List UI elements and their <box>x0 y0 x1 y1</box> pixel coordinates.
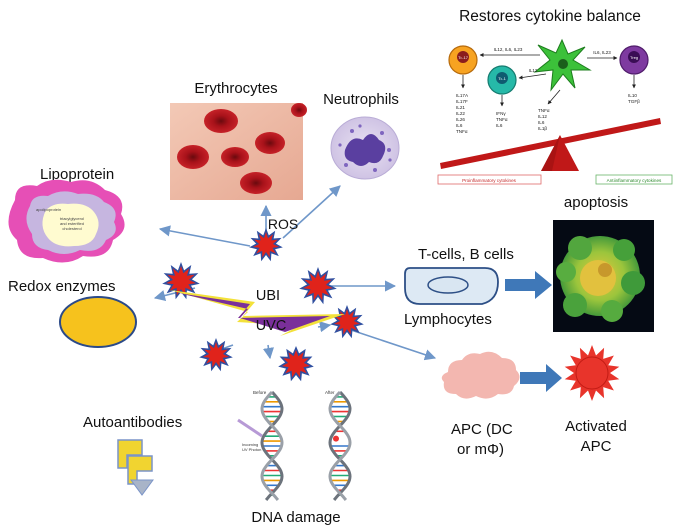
cytokine-item: IL6 <box>538 120 545 125</box>
apoptosis-label: apoptosis <box>564 194 628 211</box>
treg-cytokine-list: IL10 TGFβ <box>628 93 640 104</box>
cytokine-item: IL6 <box>456 123 463 128</box>
dna-damage-image: Before After Incoming UV Photon <box>237 390 352 501</box>
cytokine-item: IL6 <box>496 123 503 128</box>
apoptotic-cell-image <box>553 220 654 332</box>
dc-cytokine-list: TNFα IL12 IL6 IL1β <box>538 108 550 131</box>
uvc-label: UVC <box>256 318 287 334</box>
treg-cell-icon: Treg <box>619 45 649 75</box>
cytokine-item: IFNγ <box>496 111 506 116</box>
erythrocytes-image <box>170 103 307 200</box>
cytokine-item: TNFα <box>538 108 550 113</box>
arrow-to-neutrophils <box>282 185 341 239</box>
il-label-b: IL6, IL23 <box>593 50 611 55</box>
cytokine-balance-title: Restores cytokine balance <box>459 8 641 25</box>
dna-helix-icon <box>328 390 352 501</box>
apc-cloud-icon <box>441 351 520 399</box>
il-label-a: IL12, IL6, IL23 <box>494 47 523 52</box>
cytokine-item: IL12 <box>538 114 547 119</box>
red-blood-cell-icon <box>177 103 307 194</box>
ros-label: ROS <box>268 216 298 232</box>
arrow-to-activated-apc <box>520 364 562 392</box>
arrow-to-apc <box>344 327 437 361</box>
dc-to-th1-arrow <box>518 73 547 80</box>
arrow-to-right-burst <box>317 321 332 333</box>
antiinflammatory-label: Antiinflammatory cytokines <box>607 178 662 183</box>
redox-enzyme-icon <box>59 296 137 348</box>
ros-burst-icon <box>299 267 337 305</box>
neutrophil-icon <box>330 116 400 180</box>
connector-arrows <box>153 185 437 361</box>
dc-down-arrow <box>547 89 561 105</box>
dna-damage-label: DNA damage <box>251 509 340 526</box>
ros-burst-icon <box>162 262 200 300</box>
cytokine-item: TNFα <box>456 129 468 134</box>
apc-label-line2: or mΦ) <box>457 441 504 458</box>
dna-helix-icon <box>260 390 284 501</box>
lymphocytes-label: Lymphocytes <box>404 311 492 328</box>
cytokine-item: IL26 <box>456 117 465 122</box>
ros-bursts <box>162 228 364 382</box>
cytokine-item: TNFα <box>496 117 508 122</box>
arrow-to-apoptosis <box>505 271 552 299</box>
lipid-core-label: triacylglycerol <box>60 216 84 221</box>
th1-label: Tₕ-1 <box>498 76 506 81</box>
th1-cell-icon: Tₕ-1 <box>487 65 517 95</box>
proinflammatory-box <box>437 174 542 185</box>
photon-label: Incoming <box>242 442 258 447</box>
ros-burst-icon <box>278 346 314 382</box>
seesaw-balance <box>440 118 661 171</box>
ros-burst-icon <box>199 338 233 372</box>
ros-burst-icon <box>330 305 364 339</box>
cytokine-item: IL21 <box>456 105 465 110</box>
photon-label: UV Photon <box>242 447 261 452</box>
apc-label-line1: APC (DC <box>451 421 513 438</box>
lipoprotein-label: Lipoprotein <box>40 166 114 183</box>
cytokine-item: IL1β <box>538 126 547 131</box>
cytokine-item: IL22 <box>456 111 465 116</box>
proinflammatory-label: Proinflammatory cytokines <box>462 178 517 183</box>
ros-burst-icon <box>249 228 283 262</box>
lymphocyte-cell-icon <box>404 267 499 305</box>
th17-cell-icon: Tₕ-17 <box>448 45 478 75</box>
th1-cytokine-list: IFNγ TNFα IL6 <box>496 111 508 128</box>
ubi-label: UBI <box>256 288 280 304</box>
redox-enzymes-label: Redox enzymes <box>8 278 116 295</box>
lipid-core-label: cholesterol <box>62 226 81 231</box>
autoantibody-icon <box>117 439 154 496</box>
autoantibodies-label: Autoantibodies <box>83 414 182 431</box>
neutrophils-label: Neutrophils <box>323 91 399 108</box>
activated-label-line1: Activated <box>565 418 627 435</box>
activated-label-line2: APC <box>581 438 612 455</box>
dna-after-label: After <box>325 390 335 395</box>
arrow-to-lipoprotein <box>158 225 251 247</box>
activated-apc-icon <box>564 345 620 401</box>
uv-lightning-icon <box>170 290 345 336</box>
antiinflammatory-box <box>595 174 673 185</box>
dna-before-label: Before <box>253 390 267 395</box>
apolipoprotein-label: apolipoprotein <box>36 207 61 212</box>
cytokine-item: IL17A <box>456 93 469 98</box>
lipid-core-label: and esterified <box>60 221 84 226</box>
erythrocytes-label: Erythrocytes <box>194 80 277 97</box>
il12-label: IL12 <box>529 68 538 73</box>
treg-label: Treg <box>630 55 638 60</box>
cytokine-item: IL17F <box>456 99 468 104</box>
uv-photon-arrow <box>237 418 263 438</box>
dendritic-cell-icon <box>533 38 592 92</box>
cytokine-item: IL10 <box>628 93 637 98</box>
arrow-to-lower-burst <box>262 344 275 360</box>
lipoprotein-icon: apolipoprotein triacylglycerol and ester… <box>8 179 125 263</box>
cytokine-item: TGFβ <box>628 99 640 104</box>
cytokine-balance-panel: Restores cytokine balance Tₕ-17 Tₕ-1 Tre… <box>437 8 673 185</box>
th17-label: Tₕ-17 <box>458 55 469 60</box>
tcells-label: T-cells, B cells <box>418 246 514 263</box>
th17-cytokine-list: IL17A IL17F IL21 IL22 IL26 IL6 TNFα <box>456 93 469 134</box>
